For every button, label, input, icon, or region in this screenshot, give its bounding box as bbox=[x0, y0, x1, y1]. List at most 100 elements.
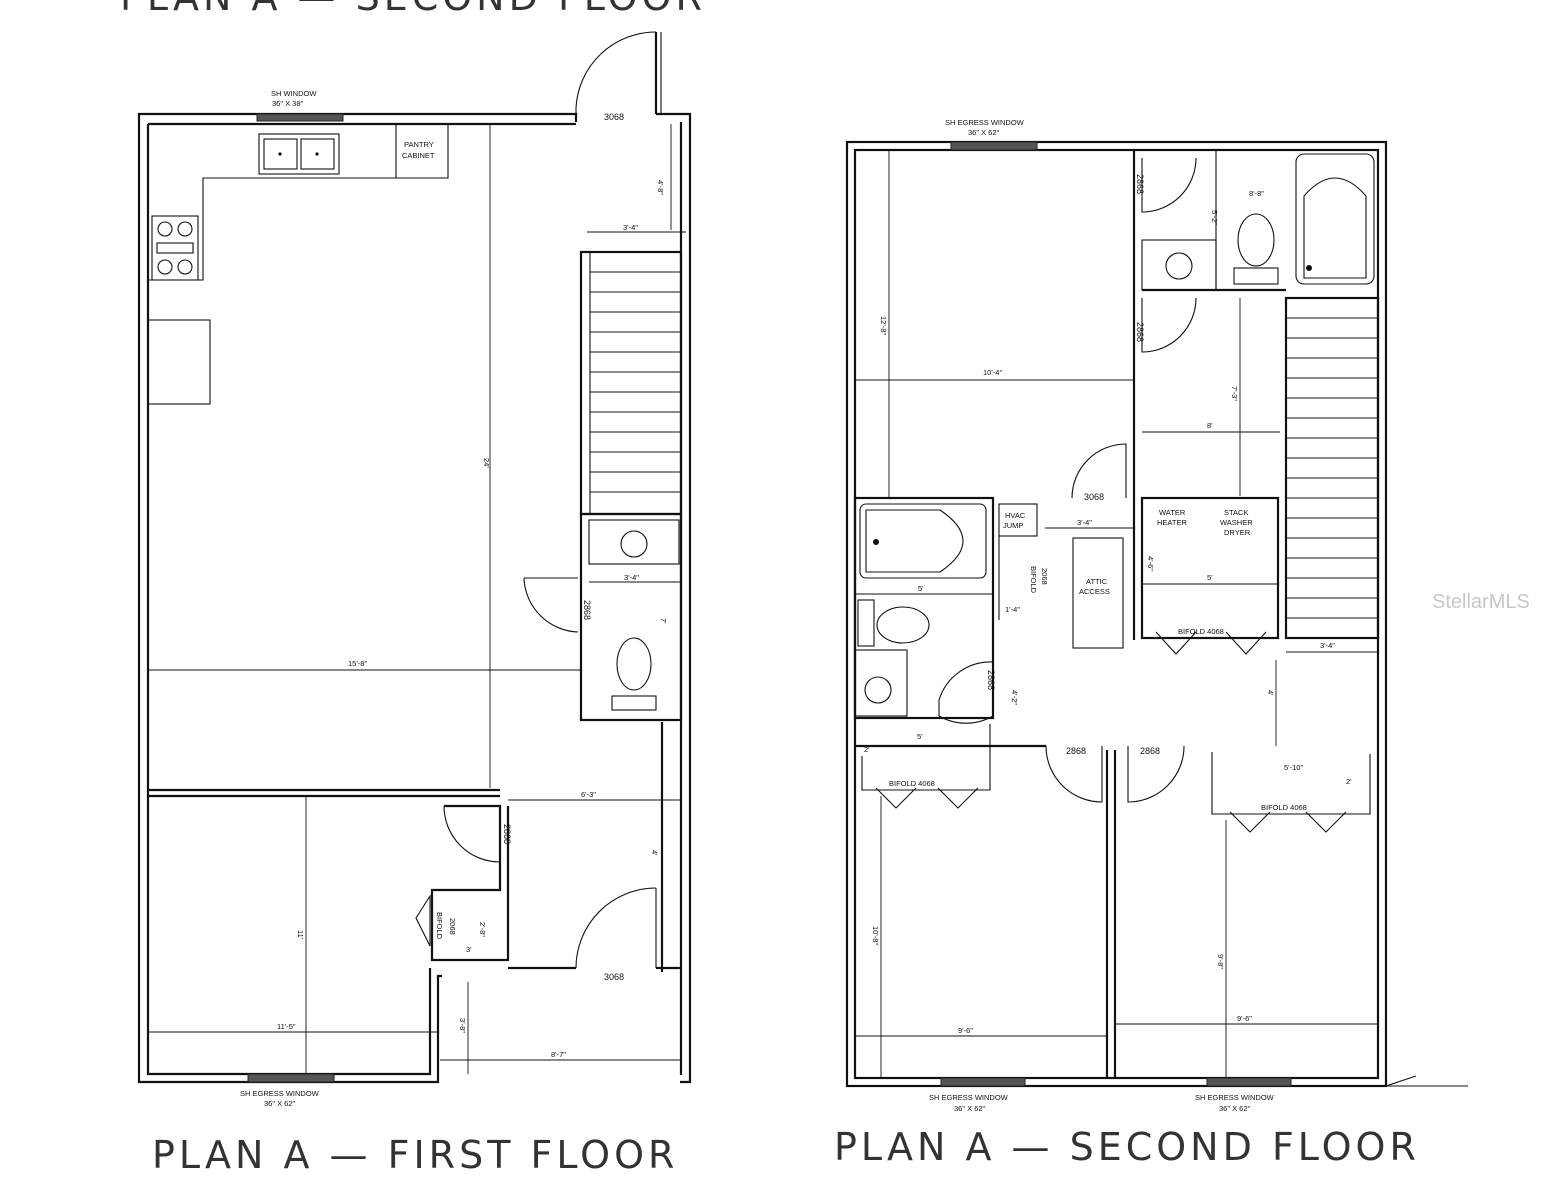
ff-sink-drain-right bbox=[315, 152, 319, 156]
sf-dim-10-4: 10'-4" bbox=[983, 368, 1002, 377]
sf-top-window bbox=[950, 141, 1038, 151]
ff-dim-11-5: 11'-5" bbox=[277, 1022, 296, 1031]
sf-stair bbox=[1284, 296, 1380, 640]
ff-pantry-label2: CABINET bbox=[402, 151, 435, 160]
ff-top-window bbox=[256, 113, 344, 122]
sf-hall-tub-inner bbox=[865, 509, 964, 573]
ff-dim-bath-width: 3'-4" bbox=[624, 573, 639, 582]
sf-water-heater-label1: WATER bbox=[1159, 508, 1186, 517]
sf-dim-3-4b: 3'-4" bbox=[1320, 641, 1335, 650]
ff-dim-24: 24' bbox=[482, 458, 491, 468]
sf-dim-8-8: 8'-8" bbox=[1249, 189, 1264, 198]
sf-left-bifold-label: BIFOLD 4068 bbox=[889, 779, 935, 788]
sf-bottom-window-right bbox=[1206, 1077, 1292, 1087]
sf-title: PLAN A — SECOND FLOOR bbox=[834, 1125, 1420, 1169]
ff-bottom-window-label2: 36" X 62" bbox=[264, 1099, 296, 1108]
sf-bedroom-door-e bbox=[1045, 745, 1103, 803]
sf-dim-12-8: 12'-8" bbox=[879, 316, 888, 335]
sf-dim-9-6a: 9'-6" bbox=[958, 1026, 973, 1035]
sf-hall-vanity bbox=[854, 649, 908, 717]
ff-bifold-door bbox=[415, 894, 431, 947]
sf-bath-lavatory bbox=[1165, 252, 1193, 280]
sf-bifold-v-label2: 2068 bbox=[1040, 568, 1049, 585]
ff-stair bbox=[579, 250, 683, 516]
ff-right-wall bbox=[656, 112, 692, 1084]
ff-dim-7: 7' bbox=[659, 618, 668, 624]
top-cut-title: PLAN A — SECOND FLOOR bbox=[120, 0, 706, 19]
sf-door-b-label: 2868 bbox=[1135, 322, 1145, 342]
sf-attic-label2: ACCESS bbox=[1079, 587, 1110, 596]
ff-dim-15-8: 15'-8" bbox=[348, 659, 367, 668]
sf-master-tub-inner bbox=[1303, 177, 1367, 279]
watermark: StellarMLS bbox=[1432, 591, 1530, 613]
sf-hvac bbox=[998, 503, 1038, 537]
ff-burner-1 bbox=[157, 221, 173, 237]
sf-dim-9-6b: 9'-6" bbox=[1237, 1014, 1252, 1023]
sf-door-c-label: 3068 bbox=[1084, 492, 1104, 502]
sf-dim-5c: 5' bbox=[917, 732, 923, 741]
sf-dim-7-3: 7'-3" bbox=[1230, 386, 1239, 401]
ff-toilet bbox=[616, 637, 652, 691]
ff-dim-2-8: 2'-8" bbox=[478, 922, 487, 937]
sf-dim-2b: 2' bbox=[1346, 777, 1352, 786]
sf-dim-4-2: 4'-2" bbox=[1010, 690, 1019, 705]
sf-dim-1-4: 1'-4" bbox=[1005, 605, 1020, 614]
sf-bifold-v-label1: BIFOLD bbox=[1029, 566, 1038, 594]
sf-attic-label1: ATTIC bbox=[1086, 577, 1108, 586]
sf-hall-tub-drain bbox=[873, 539, 879, 545]
sf-dim-3-4a: 3'-4" bbox=[1077, 518, 1092, 527]
sf-left-closet bbox=[861, 724, 991, 791]
ff-lavatory bbox=[620, 530, 648, 558]
ff-dim-4: 4' bbox=[650, 850, 659, 856]
ff-bottom-window bbox=[247, 1073, 335, 1083]
ff-dim-4-8: 4'-8" bbox=[656, 180, 665, 195]
sf-dim-5: 5' bbox=[918, 584, 924, 593]
sf-bedroom-door-f bbox=[1127, 745, 1185, 803]
sf-hall-toilet-tank bbox=[857, 599, 875, 647]
ff-title: PLAN A — FIRST FLOOR bbox=[152, 1133, 678, 1177]
sf-dim-5-2: 5'-2" bbox=[1210, 210, 1219, 225]
ff-dim-3-4: 3'-4" bbox=[623, 223, 638, 232]
ff-burner-4 bbox=[177, 259, 193, 275]
ff-burner-2 bbox=[177, 221, 193, 237]
ff-closet-wall bbox=[430, 804, 510, 962]
sf-hvac-label2: JUMP bbox=[1003, 521, 1023, 530]
ff-entry-door-label: 3068 bbox=[604, 112, 624, 122]
sf-master-tub bbox=[1295, 153, 1375, 285]
sf-hall-bath-door bbox=[938, 661, 994, 724]
sf-right-closet bbox=[1211, 752, 1371, 815]
sf-hall-tub bbox=[859, 503, 987, 579]
sf-closet-door-b bbox=[1141, 297, 1197, 353]
sf-hall-door-c bbox=[1071, 443, 1127, 499]
sf-bw-left-label2: 36" X 62" bbox=[954, 1104, 986, 1113]
sf-left-bifold-b bbox=[937, 787, 979, 809]
ff-bottom-window-label1: SH EGRESS WINDOW bbox=[240, 1089, 320, 1098]
sf-laundry-bifold-left bbox=[1155, 631, 1197, 655]
ff-dim-6-3: 6'-3" bbox=[581, 790, 596, 799]
sf-dim-4-6: 4'-6" bbox=[1146, 556, 1155, 571]
sf-bath-toilet bbox=[1237, 213, 1275, 267]
sf-stack-label1: STACK bbox=[1224, 508, 1248, 517]
sf-laundry bbox=[1140, 496, 1280, 640]
sf-outer-wall bbox=[845, 140, 1388, 1088]
sf-top-window-label2: 36" X 62" bbox=[968, 128, 1000, 137]
ff-closet-door-label: 2868 bbox=[502, 824, 512, 844]
sf-inner-wall bbox=[853, 148, 1380, 1080]
sf-bw-right-label1: SH EGRESS WINDOW bbox=[1195, 1093, 1275, 1102]
ff-sink-drain-left bbox=[278, 152, 282, 156]
ff-half-bath bbox=[579, 512, 683, 722]
sf-door-a-label: 2868 bbox=[1135, 174, 1145, 194]
ff-bifold-label2: 2068 bbox=[448, 918, 457, 935]
sf-bw-left-label1: SH EGRESS WINDOW bbox=[929, 1093, 1009, 1102]
ff-entry-door-swing bbox=[575, 31, 657, 114]
sf-laundry-bifold-right bbox=[1225, 631, 1267, 655]
ff-dim-8-7: 8'-7" bbox=[551, 1050, 566, 1059]
sf-grade-slope bbox=[1385, 1075, 1417, 1087]
ff-refrigerator bbox=[147, 319, 211, 405]
sf-bottom-window-left bbox=[940, 1077, 1026, 1087]
ff-toilet-tank bbox=[611, 695, 657, 711]
sf-dim-4: 4' bbox=[1266, 690, 1275, 696]
sf-right-bifold-label: BIFOLD 4068 bbox=[1261, 803, 1307, 812]
ff-vanity bbox=[588, 519, 680, 565]
